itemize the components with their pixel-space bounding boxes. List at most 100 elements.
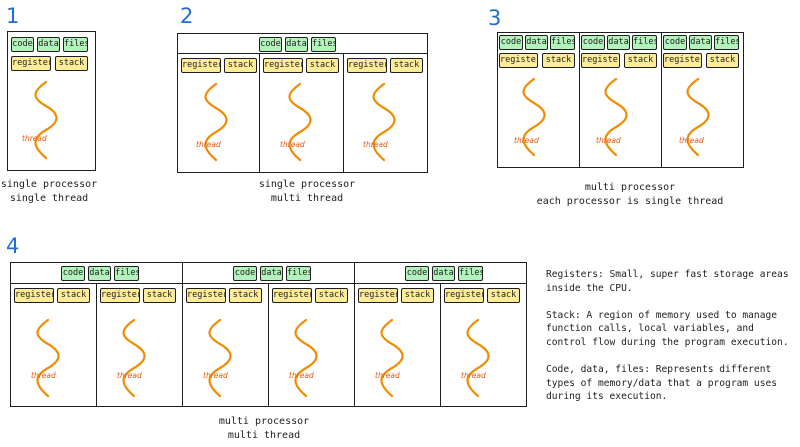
stack-block: stack — [706, 53, 739, 68]
stack-block: stack — [55, 56, 88, 71]
thread-squiggle — [464, 318, 492, 398]
stack-block: stack — [224, 58, 257, 73]
code-block: code — [581, 35, 605, 50]
thread-label: thread — [375, 371, 400, 380]
register-block: register — [272, 288, 312, 303]
data-block: data — [88, 266, 111, 281]
note-stack: Stack: A region of memory used to manage… — [546, 309, 789, 348]
legend-notes: Registers: Small, super fast storage are… — [546, 268, 796, 418]
caption-line-2: multi thread — [270, 193, 344, 204]
files-block: files — [458, 266, 483, 281]
register-block: register — [499, 53, 538, 68]
thread-squiggle — [202, 82, 230, 162]
caption-4: multi processor multi thread — [214, 415, 314, 443]
process-frame-2 — [177, 33, 428, 173]
stack-block: stack — [487, 288, 520, 303]
code-block: code — [11, 37, 34, 52]
register-block: register — [186, 288, 226, 303]
caption-line-2: single thread — [9, 193, 89, 204]
caption-line-1: single processor — [258, 179, 356, 190]
data-block: data — [525, 35, 548, 50]
thread-divider — [268, 283, 269, 407]
thread-squiggle — [32, 80, 60, 160]
thread-label: thread — [196, 140, 221, 149]
stack-block: stack — [143, 288, 176, 303]
files-block: files — [714, 35, 739, 50]
caption-1: single processor single thread — [0, 178, 98, 206]
caption-3: multi processor each processor is single… — [530, 181, 730, 209]
code-block: code — [233, 266, 257, 281]
stack-block: stack — [57, 288, 90, 303]
thread-divider — [259, 53, 260, 173]
caption-line-1: multi processor — [584, 182, 676, 193]
files-block: files — [632, 35, 657, 50]
register-block: register — [100, 288, 140, 303]
thread-label: thread — [514, 136, 539, 145]
caption-line-1: multi processor — [218, 416, 310, 427]
stack-block: stack — [315, 288, 348, 303]
stack-block: stack — [229, 288, 262, 303]
thread-label: thread — [280, 140, 305, 149]
data-block: data — [37, 37, 60, 52]
thread-label: thread — [289, 371, 314, 380]
caption-line-2: multi thread — [227, 430, 301, 441]
data-block: data — [607, 35, 630, 50]
register-block: register — [358, 288, 398, 303]
register-block: register — [663, 53, 702, 68]
caption-line-2: each processor is single thread — [536, 196, 724, 207]
stack-block: stack — [401, 288, 434, 303]
data-block: data — [260, 266, 283, 281]
register-block: register — [263, 58, 303, 73]
data-block: data — [432, 266, 455, 281]
caption-2: single processor multi thread — [252, 178, 362, 206]
thread-squiggle — [120, 318, 148, 398]
processor-frame — [661, 32, 744, 168]
thread-squiggle — [378, 318, 406, 398]
stack-block: stack — [306, 58, 339, 73]
code-block: code — [663, 35, 687, 50]
thread-squiggle — [520, 77, 548, 157]
thread-squiggle — [684, 77, 712, 157]
thread-squiggle — [286, 82, 314, 162]
note-code-data-files: Code, data, files: Represents different … — [546, 364, 778, 403]
thread-label: thread — [203, 371, 228, 380]
diagram-number-2: 2 — [180, 4, 194, 28]
register-block: register — [444, 288, 484, 303]
code-block: code — [499, 35, 523, 50]
thread-label: thread — [596, 136, 621, 145]
thread-divider — [96, 283, 97, 407]
diagram-number-1: 1 — [6, 4, 20, 28]
thread-squiggle — [206, 318, 234, 398]
files-block: files — [550, 35, 575, 50]
thread-squiggle — [292, 318, 320, 398]
thread-label: thread — [679, 136, 704, 145]
register-block: register — [581, 53, 620, 68]
caption-line-1: single processor — [0, 179, 98, 190]
thread-label: thread — [31, 371, 56, 380]
stack-block: stack — [624, 53, 657, 68]
shared-divider — [177, 53, 428, 54]
thread-squiggle — [602, 77, 630, 157]
diagram-number-3: 3 — [488, 6, 502, 30]
thread-divider — [343, 53, 344, 173]
thread-label: thread — [363, 140, 388, 149]
thread-label: thread — [117, 371, 142, 380]
thread-label: thread — [461, 371, 486, 380]
files-block: files — [114, 266, 139, 281]
data-block: data — [689, 35, 712, 50]
thread-divider — [440, 283, 441, 407]
register-block: register — [14, 288, 54, 303]
register-block: register — [347, 58, 387, 73]
files-block: files — [286, 266, 311, 281]
code-block: code — [259, 37, 282, 52]
thread-label: thread — [22, 134, 47, 143]
thread-squiggle — [34, 318, 62, 398]
code-block: code — [61, 266, 85, 281]
diagram-number-4: 4 — [6, 234, 20, 258]
files-block: files — [311, 37, 336, 52]
stack-block: stack — [542, 53, 575, 68]
process-frame-1 — [7, 31, 96, 171]
stack-block: stack — [390, 58, 423, 73]
files-block: files — [63, 37, 88, 52]
note-registers: Registers: Small, super fast storage are… — [546, 269, 789, 294]
